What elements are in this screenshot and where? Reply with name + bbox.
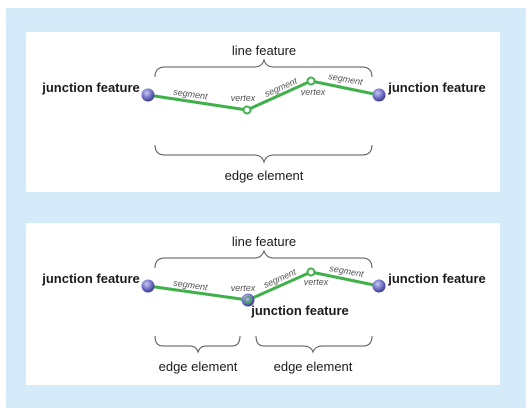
bottom-right-junction-label: junction feature <box>387 271 486 286</box>
bottom-middle-junction-ring <box>244 296 252 304</box>
bottom-edge-element-brace-1 <box>154 335 241 354</box>
bottom-edge-element-label-2: edge element <box>274 359 353 374</box>
bottom-vertex-label-1: vertex <box>231 283 256 293</box>
top-vertex-label-2: vertex <box>301 87 326 97</box>
bottom-right-junction <box>372 279 386 293</box>
top-diagram-panel <box>26 32 500 192</box>
bottom-line-feature <box>146 270 381 302</box>
top-vertex-label-1: vertex <box>231 93 256 103</box>
bottom-left-junction <box>141 279 155 293</box>
top-line-feature-brace <box>154 58 373 78</box>
bottom-middle-junction <box>241 293 255 307</box>
bottom-edge-element-label-1: edge element <box>159 359 238 374</box>
bottom-diagram-panel <box>26 223 500 385</box>
bottom-middle-junction-label: junction feature <box>250 303 349 318</box>
top-vertex-1 <box>242 105 252 115</box>
top-edge-element-label: edge element <box>225 168 304 183</box>
top-right-junction-label: junction feature <box>387 80 486 95</box>
bottom-vertex-label-2: vertex <box>304 277 329 287</box>
bottom-line-feature-brace <box>154 249 373 269</box>
top-diagram: line feature segment segment segment ver… <box>41 43 486 183</box>
top-vertex-2 <box>306 76 316 86</box>
bottom-vertex-2 <box>306 267 316 277</box>
bottom-line-feature-label: line feature <box>232 234 296 249</box>
top-line-feature-label: line feature <box>232 43 296 58</box>
bottom-edge-element-brace-2 <box>255 335 373 354</box>
top-left-junction-label: junction feature <box>41 80 140 95</box>
top-line-feature <box>146 79 381 112</box>
bottom-segment-label-1: segment <box>173 278 209 293</box>
bottom-diagram: line feature segment segment segment ver… <box>41 234 486 374</box>
top-left-junction <box>141 88 155 102</box>
top-edge-element-brace <box>154 144 373 164</box>
top-right-junction <box>372 88 386 102</box>
bottom-left-junction-label: junction feature <box>41 271 140 286</box>
top-segment-label-1: segment <box>173 87 209 102</box>
